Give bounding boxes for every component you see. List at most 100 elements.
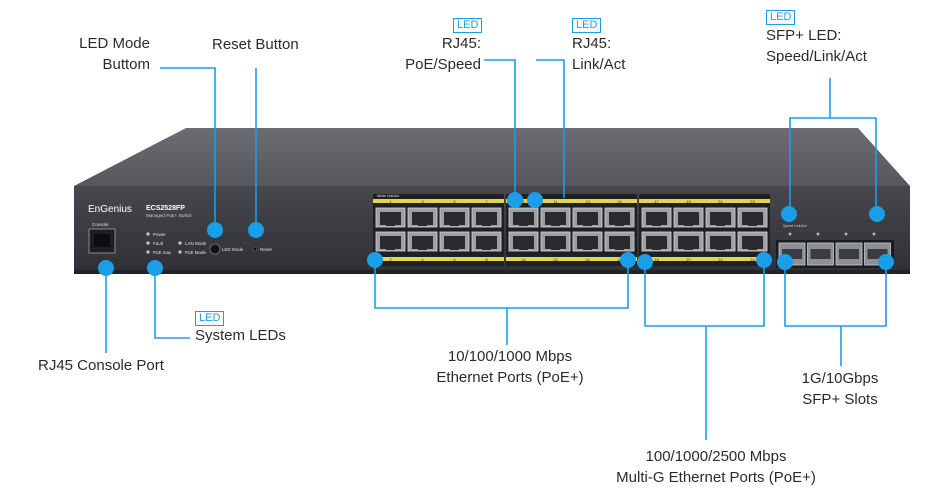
port-number-bottom: 4 [421, 257, 424, 262]
sfp-led [788, 232, 792, 236]
dot-rj45-link [527, 192, 543, 208]
dot-sfp-led-right [869, 206, 885, 222]
port-number-top: 7 [485, 199, 488, 204]
callout-lines [105, 59, 887, 440]
rj45-port-socket [513, 236, 534, 249]
dot-multig-right [756, 252, 772, 268]
rj45-port-latch [482, 247, 491, 250]
dot-ethernet-left [367, 252, 383, 268]
port-number-top: 11 [553, 199, 558, 204]
multig-callout-line1: 100/1000/2500 Mbps [645, 448, 787, 465]
port-number-bottom: 14 [585, 257, 590, 262]
rj45-poe-callout-line2: PoE/Speed [405, 56, 481, 73]
port-number-top: 21 [718, 199, 723, 204]
sfp-slots-callout-line1: 1G/10Gbps [801, 370, 879, 387]
dot-multig-left [637, 254, 653, 270]
rj45-port-latch [450, 247, 459, 250]
sfp-led-callout: SFP+ LED: Speed/Link/Act [766, 25, 867, 67]
console-port-inner [94, 234, 110, 247]
power-led-label: Power [153, 232, 166, 237]
ethernet-callout: 10/100/1000 Mbps Ethernet Ports (PoE+) [410, 346, 610, 388]
system-leds-line [154, 268, 190, 339]
fault-led-label: Fault [153, 241, 164, 246]
rj45-port-socket [646, 212, 667, 225]
lan-mode-led [178, 241, 182, 245]
system-leds-callout: System LEDs [195, 327, 286, 344]
sfp-slots-callout: 1G/10Gbps SFP+ Slots [775, 368, 905, 410]
rj45-port-latch [519, 223, 528, 226]
port-label-strip-top-b [506, 199, 637, 203]
port-number-top: 9 [522, 199, 525, 204]
port-label-strip-bottom-c [639, 257, 770, 261]
sfp-slot-opening [839, 249, 859, 259]
port-number-bottom: 24 [750, 257, 755, 262]
rj45-port-latch [386, 223, 395, 226]
rj45-port-latch [716, 223, 725, 226]
sfp-led-badge: LED [766, 10, 796, 25]
rj45-poe-callout-line1: RJ45: [441, 35, 481, 52]
console-label: Console [92, 222, 109, 227]
rj45-port-socket [476, 212, 497, 225]
dot-sfp-slots-right [878, 254, 894, 270]
rj45-port-socket [444, 212, 465, 225]
sfp-slots-bracket [784, 262, 887, 327]
sfp-slot-opening [867, 249, 888, 259]
port-block-c [639, 194, 770, 266]
multig-bracket [644, 260, 765, 327]
rj45-port-latch [684, 247, 693, 250]
port-number-top: 23 [750, 199, 755, 204]
rj45-port-latch [615, 223, 624, 226]
sfp-slot-opening [810, 249, 831, 259]
multig-callout-line2: Multi-G Ethernet Ports (PoE+) [616, 469, 816, 486]
dot-rj45-poe [507, 192, 523, 208]
dot-sfp-slots-left [777, 254, 793, 270]
led-mode-line [160, 67, 216, 228]
rj45-port-socket [646, 236, 667, 249]
port-block-a [373, 194, 504, 266]
system-leds-badge: LED [195, 311, 225, 326]
rj45-port-socket [412, 212, 433, 225]
rj45-poe-line [484, 59, 516, 198]
mode-header-label: Mode Link/Act [377, 194, 399, 198]
multig-callout: 100/1000/2500 Mbps Multi-G Ethernet Port… [600, 446, 832, 488]
poe-mode-led [178, 250, 182, 254]
rj45-port-socket [710, 212, 731, 225]
poe-max-led-label: PoE max [153, 250, 172, 255]
port-number-bottom: 2 [389, 257, 392, 262]
sfp-led [816, 232, 820, 236]
rj45-link-callout-line2: Link/Act [572, 56, 626, 73]
rj45-port-latch [450, 223, 459, 226]
poe-mode-led-label: PoE Mode [185, 250, 207, 255]
port-number-bottom: 20 [686, 257, 691, 262]
rj45-port-socket [678, 236, 699, 249]
rj45-link-callout: RJ45: Link/Act [572, 33, 625, 75]
rj45-port-latch [652, 247, 661, 250]
poe-max-led [146, 250, 150, 254]
port-number-bottom: 16 [617, 257, 622, 262]
port-number-bottom: 12 [553, 257, 558, 262]
led-mode-callout-line1: LED Mode [79, 35, 150, 52]
rj45-poe-callout: RJ45: PoE/Speed [380, 33, 481, 75]
port-area: 123456789101112131415161718192021222324M… [373, 194, 770, 266]
sfp-led-callout-line1: SFP+ LED: [766, 27, 842, 44]
rj45-port-latch [748, 247, 757, 250]
rj45-port-latch [482, 223, 491, 226]
led-mode-callout: LED Mode Buttom [60, 33, 150, 75]
rj45-port-latch [684, 223, 693, 226]
rj45-port-socket [742, 212, 763, 225]
port-number-bottom: 10 [521, 257, 526, 262]
ethernet-callout-line2: Ethernet Ports (PoE+) [436, 369, 584, 386]
port-number-top: 5 [453, 199, 456, 204]
sfp-led-callout-line2: Speed/Link/Act [766, 48, 867, 65]
port-number-bottom: 8 [485, 257, 488, 262]
sfp-slots-callout-line2: SFP+ Slots [802, 391, 878, 408]
rj45-port-latch [418, 223, 427, 226]
rj45-port-socket [678, 212, 699, 225]
reset-button[interactable] [252, 246, 258, 252]
dot-sfp-led-left [781, 206, 797, 222]
port-number-top: 15 [617, 199, 622, 204]
led-mode-button[interactable] [209, 243, 221, 255]
sfp-slot-opening [782, 249, 802, 259]
rj45-port-socket [609, 212, 630, 225]
port-label-strip-top-c [639, 199, 770, 203]
